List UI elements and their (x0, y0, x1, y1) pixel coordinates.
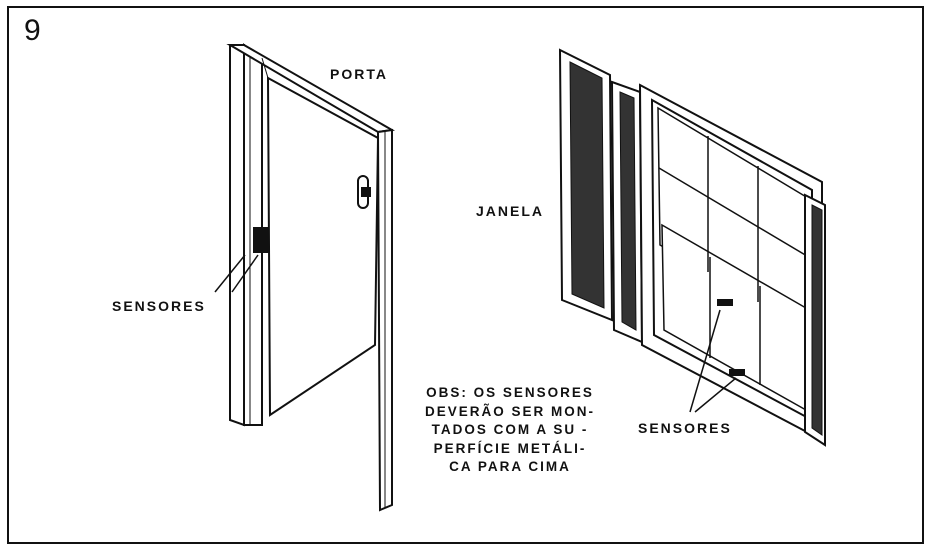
door-label: PORTA (330, 66, 388, 82)
note-line: OBS: OS SENSORES (426, 385, 594, 400)
note-line: CA PARA CIMA (449, 459, 571, 474)
door-drawing (214, 43, 396, 512)
figure-number: 9 (24, 14, 41, 47)
note-line: PERFÍCIE METÁLI- (433, 440, 587, 456)
window-drawing (558, 48, 826, 447)
note: OBS: OS SENSORES DEVERÃO SER MON- TADOS … (425, 384, 595, 477)
door-sensors-label: SENSORES (112, 298, 206, 314)
note-line: DEVERÃO SER MON- (425, 403, 596, 419)
figure-border (7, 6, 924, 544)
window-sensors-label: SENSORES (638, 420, 732, 436)
note-line: TADOS COM A SU - (431, 422, 589, 437)
window-label: JANELA (476, 203, 545, 219)
